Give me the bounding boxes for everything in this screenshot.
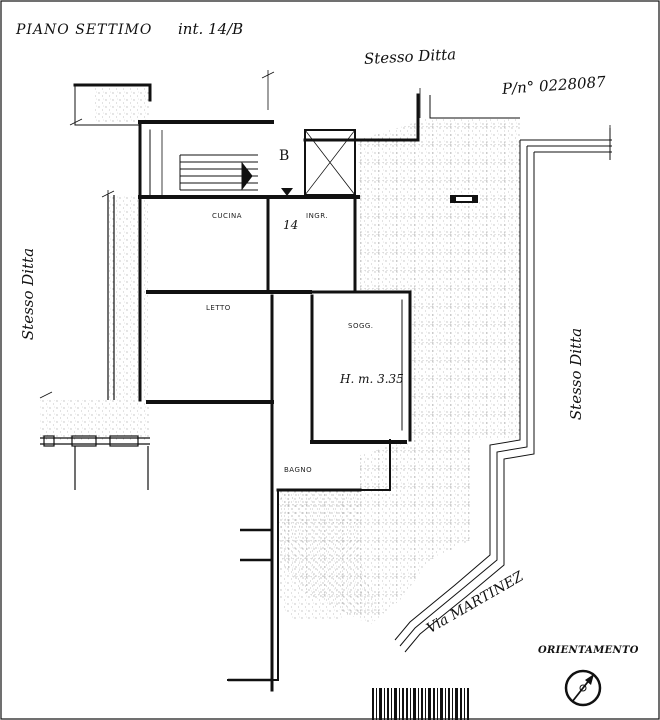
ceiling-height: H. m. 3.35 bbox=[340, 372, 404, 386]
orientation-label: ORIENTAMENTO bbox=[538, 645, 639, 656]
room-label-living: SOGG. bbox=[348, 322, 374, 330]
dimension-ticks bbox=[39, 70, 611, 399]
room-label-kitchen: CUCINA bbox=[212, 212, 242, 220]
room-label-bedroom: LETTO bbox=[206, 304, 231, 312]
unit-number: 14 bbox=[283, 218, 299, 232]
lower-left-slab bbox=[40, 400, 150, 440]
lower-courtyard bbox=[280, 490, 380, 620]
unit-label: int. 14/B bbox=[178, 20, 244, 38]
terrace-parapet bbox=[394, 128, 612, 653]
barcode bbox=[372, 688, 469, 720]
neighbor-right: Stesso Ditta bbox=[567, 327, 586, 421]
neighbor-left: Stesso Ditta bbox=[19, 247, 38, 341]
staircase bbox=[149, 130, 258, 195]
unit-letter: B bbox=[279, 148, 290, 164]
lower-stubs bbox=[228, 528, 272, 682]
left-railings bbox=[40, 195, 150, 490]
room-label-entrance: INGR. bbox=[306, 212, 329, 220]
floor-label: PIANO SETTIMO bbox=[16, 22, 153, 38]
compass-icon bbox=[564, 669, 602, 707]
terrace-drain-slot bbox=[456, 197, 472, 201]
room-label-bathroom: BAGNO bbox=[284, 466, 313, 474]
entrance-arrow-icon bbox=[281, 188, 293, 196]
